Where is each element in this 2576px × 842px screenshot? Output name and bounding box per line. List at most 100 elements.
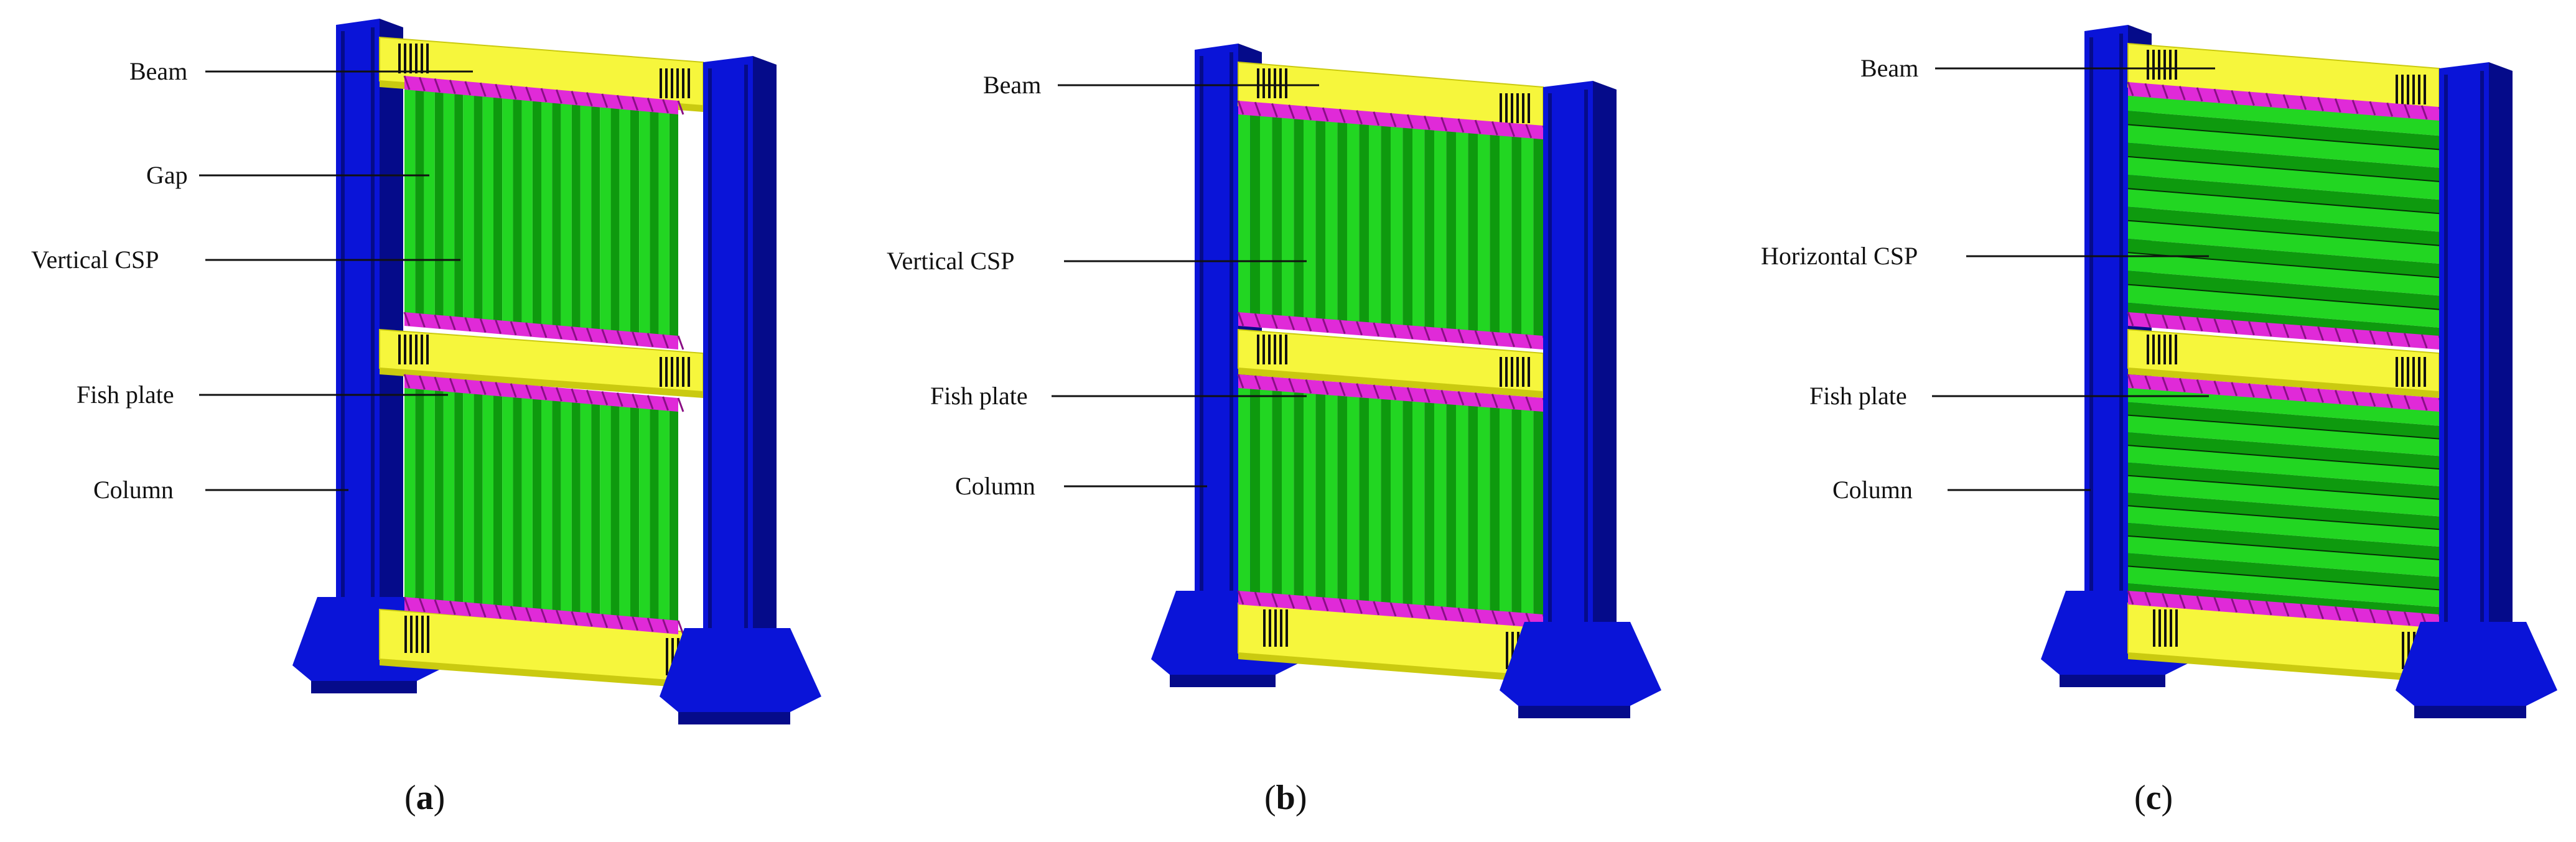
fish-plate-tooth bbox=[1406, 114, 1414, 129]
fish-plate-tooth bbox=[1424, 115, 1430, 130]
fish-plate-tooth bbox=[540, 88, 548, 103]
csp-lower-rib bbox=[2128, 567, 2439, 608]
fish-plate-tooth bbox=[449, 600, 456, 615]
csp-lower-rib bbox=[2128, 536, 2439, 577]
fish-plate-tooth bbox=[419, 598, 426, 613]
fish-plate-tooth bbox=[464, 601, 472, 616]
fish-plate-tooth bbox=[1389, 113, 1397, 127]
fish-plate-tooth bbox=[1338, 382, 1346, 397]
fish-plate-tooth bbox=[1373, 384, 1380, 399]
fish-plate-tooth bbox=[586, 327, 593, 342]
bolt bbox=[2170, 609, 2172, 647]
bolt bbox=[1506, 632, 1508, 669]
fish-plate-tooth bbox=[1491, 610, 1498, 625]
csp-upper-rib bbox=[669, 111, 678, 342]
csp-lower-rib bbox=[1412, 399, 1425, 612]
fish-plate-tooth bbox=[2213, 381, 2221, 396]
csp-lower-rib bbox=[1446, 401, 1456, 614]
bolt bbox=[1279, 335, 1282, 364]
bolt bbox=[2158, 335, 2160, 364]
bolt bbox=[2158, 50, 2160, 80]
csp-lower-rib bbox=[610, 403, 620, 622]
label-gap: Gap bbox=[146, 161, 188, 189]
csp-lower-rib bbox=[1315, 391, 1325, 604]
csp-lower-rib bbox=[2128, 462, 2439, 500]
column-right-flange bbox=[1584, 90, 1588, 647]
fish-plate bbox=[1238, 591, 1543, 628]
csp-lower-rib bbox=[1359, 395, 1369, 608]
fish-plate-tooth bbox=[1525, 124, 1533, 139]
fish-plate-tooth bbox=[1305, 595, 1312, 610]
caption-open: ( bbox=[1264, 779, 1276, 817]
fish-plate-tooth bbox=[1322, 107, 1329, 122]
fish-plate bbox=[2128, 591, 2439, 628]
bolt bbox=[1511, 357, 1513, 387]
frame-model-b bbox=[1052, 44, 1661, 718]
fish-plate-tooth bbox=[2231, 598, 2238, 613]
fish-plate-tooth bbox=[2248, 321, 2255, 336]
csp-lower-rib bbox=[1490, 405, 1500, 618]
csp-upper-rib bbox=[404, 87, 416, 318]
fish-plate-tooth bbox=[1237, 374, 1244, 389]
fish-plate-tooth bbox=[2248, 599, 2255, 614]
bolt bbox=[671, 638, 674, 675]
csp-upper-rib bbox=[1424, 127, 1434, 333]
bolt bbox=[2169, 50, 2172, 80]
fish-plate-tooth bbox=[1356, 110, 1363, 125]
fish-plate-tooth bbox=[677, 397, 684, 412]
csp-lower-rib bbox=[600, 402, 611, 621]
fish-plate-tooth bbox=[2196, 595, 2203, 610]
fish-plate-tooth bbox=[1305, 379, 1312, 394]
fish-plate-tooth bbox=[1322, 318, 1329, 333]
csp-upper-rib bbox=[1304, 117, 1316, 324]
column-right-base-edge bbox=[1518, 706, 1630, 718]
csp-upper-rib bbox=[1412, 126, 1425, 333]
column-left-flange bbox=[2089, 37, 2093, 616]
fish-plate-tooth bbox=[1237, 590, 1244, 605]
csp-lower-rib bbox=[619, 404, 630, 623]
bolt bbox=[1528, 93, 1530, 123]
bolt bbox=[1528, 357, 1530, 387]
bolt bbox=[1262, 335, 1265, 364]
label-column: Column bbox=[93, 476, 174, 504]
fish-plate-tooth bbox=[1305, 106, 1312, 121]
fish-plate-tooth bbox=[2300, 603, 2307, 618]
csp-lower-rib bbox=[2128, 402, 2439, 440]
fish-plate-tooth bbox=[2265, 384, 2272, 399]
bolt bbox=[1257, 335, 1259, 364]
bolt bbox=[404, 335, 406, 364]
fish-plate-tooth bbox=[556, 387, 562, 402]
bolt bbox=[2396, 357, 2398, 387]
csp-lower-rib bbox=[1347, 394, 1360, 607]
fish-plate-tooth bbox=[632, 394, 639, 409]
csp-lower-rib bbox=[1391, 397, 1403, 610]
csp-lower-rib bbox=[1478, 404, 1490, 617]
csp-upper-rib bbox=[474, 93, 483, 325]
csp-lower-rib bbox=[2128, 493, 2439, 530]
csp-lower-rib bbox=[1381, 396, 1391, 609]
fish-plate-tooth bbox=[403, 596, 411, 611]
label-csp: Vertical CSP bbox=[887, 247, 1015, 275]
bolt bbox=[666, 638, 668, 675]
fish-plate-tooth bbox=[2334, 606, 2341, 621]
bolt bbox=[1279, 68, 1282, 98]
csp-lower-rib bbox=[1424, 400, 1434, 613]
csp-lower-rib bbox=[521, 396, 533, 614]
fish-plate-tooth bbox=[1254, 591, 1261, 606]
fish-plate bbox=[404, 312, 678, 349]
csp-lower-rib bbox=[463, 391, 474, 609]
fish-plate-tooth bbox=[2144, 83, 2152, 98]
fish-plate-tooth bbox=[646, 618, 654, 632]
label-csp: Horizontal CSP bbox=[1761, 242, 1918, 270]
bolt bbox=[1511, 632, 1514, 669]
fish-plate-tooth bbox=[2178, 377, 2186, 392]
csp-upper-rib bbox=[1478, 131, 1490, 338]
fish-plate-tooth bbox=[1338, 320, 1346, 335]
column-right-base bbox=[660, 628, 821, 712]
fish-plate bbox=[1238, 312, 1543, 349]
fish-plate-tooth bbox=[2127, 374, 2134, 389]
fish-plate-tooth bbox=[434, 78, 441, 93]
fish-plate-tooth bbox=[2386, 610, 2394, 625]
fish-plate-tooth bbox=[2351, 99, 2359, 114]
bolt bbox=[1516, 357, 1519, 387]
